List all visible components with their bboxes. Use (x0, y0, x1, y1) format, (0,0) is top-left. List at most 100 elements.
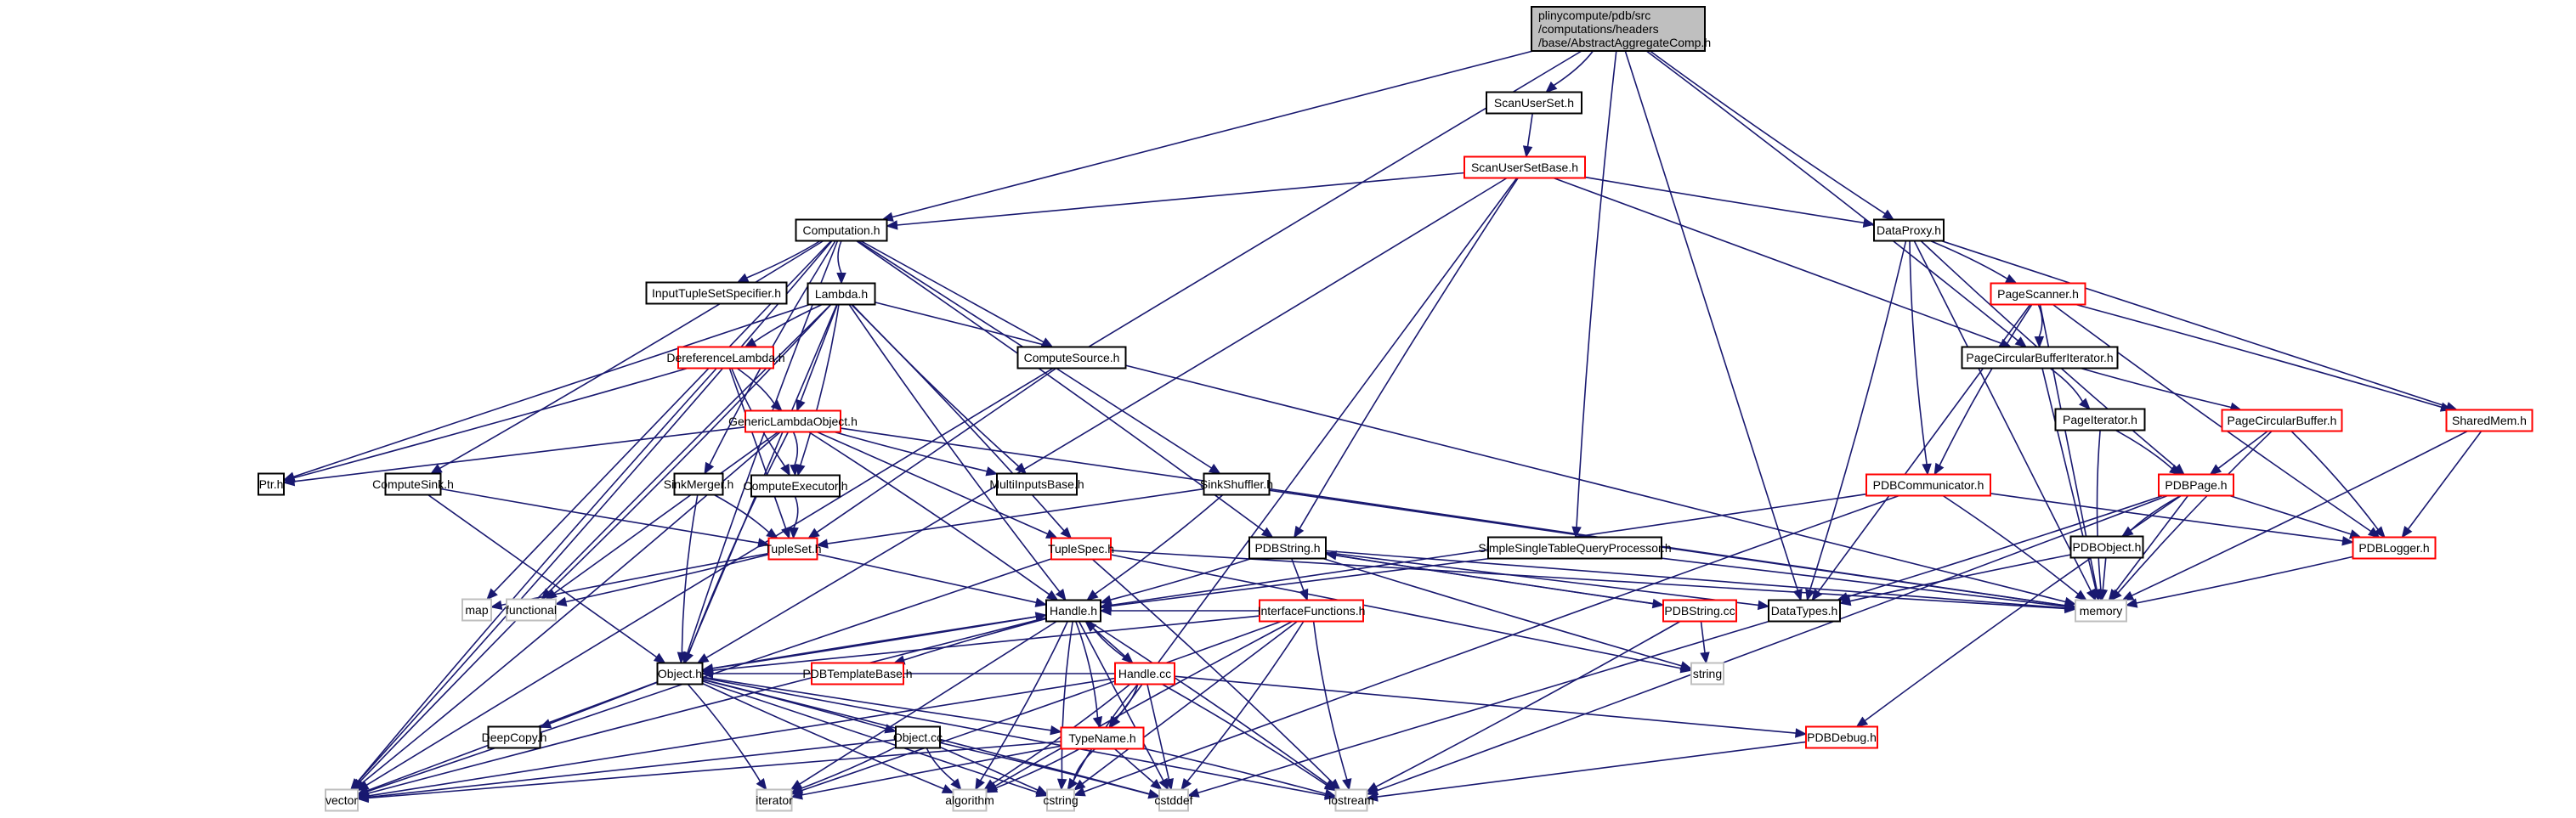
node-root[interactable]: plinycompute/pdb/src/computations/header… (1531, 6, 1711, 52)
node-label: GenericLambdaObject.h (728, 415, 858, 428)
node-PDBTemplateBase[interactable]: PDBTemplateBase.h (802, 662, 913, 685)
arrowhead-icon (1838, 595, 1852, 606)
node-SinkShuffler[interactable]: SinkShuffler.h (1200, 472, 1273, 496)
node-label: Handle.h (1050, 604, 1097, 618)
edge-ScanUserSet-to-ScanUserSetBase (1522, 113, 1533, 158)
node-PDBString[interactable]: PDBString.h (1248, 536, 1327, 560)
arrowhead-icon (2075, 590, 2087, 601)
node-Lambda[interactable]: Lambda.h (807, 282, 876, 306)
node-map: map (461, 598, 492, 622)
node-PDBPage[interactable]: PDBPage.h (2158, 473, 2234, 497)
edge-line (501, 552, 769, 606)
edge-TypeName-to-iterator (790, 745, 1062, 800)
node-HandleCC[interactable]: Handle.cc (1114, 662, 1175, 685)
edge-line (1377, 741, 1807, 798)
node-box (1486, 91, 1582, 115)
node-ScanUserSet[interactable]: ScanUserSet.h (1486, 91, 1582, 115)
edge-line (746, 240, 821, 279)
edge-line (816, 431, 1049, 535)
edge-line (1553, 50, 1594, 87)
node-DataProxy[interactable]: DataProxy.h (1873, 218, 1945, 242)
node-PDBDebug[interactable]: PDBDebug.h (1805, 725, 1878, 749)
edge-line (687, 683, 761, 782)
edge-line (1113, 747, 1155, 784)
node-box (2352, 536, 2437, 560)
edge-PDBPage-to-PDBLogger (2229, 494, 2362, 539)
node-box (2158, 473, 2234, 497)
arrowhead-icon (653, 652, 666, 664)
node-TupleSet[interactable]: TupleSet.h (764, 537, 822, 561)
node-ComputeExecutor[interactable]: ComputeExecutor.h (744, 474, 848, 498)
edge-line (897, 172, 1465, 226)
node-ComputeSource[interactable]: ComputeSource.h (1016, 346, 1127, 370)
node-Ptr[interactable]: Ptr.h (258, 472, 285, 496)
node-MultiInputsBase[interactable]: MultiInputsBase.h (989, 472, 1084, 496)
node-ScanUserSetBase[interactable]: ScanUserSetBase.h (1464, 155, 1586, 179)
node-SharedMem[interactable]: SharedMem.h (2445, 409, 2534, 432)
node-DereferenceLambda[interactable]: DereferenceLambda.h (666, 346, 785, 370)
edge-line (2102, 557, 2107, 590)
node-ComputeSink[interactable]: ComputeSink.h (372, 472, 454, 496)
arrowhead-icon (2341, 536, 2354, 546)
edge-line (1809, 240, 1907, 591)
node-functional: functional (506, 598, 557, 622)
edge-ScanUserSetBase-to-PDBString (1294, 178, 1519, 539)
edge-line (837, 240, 842, 274)
arrowhead-icon (704, 461, 715, 475)
node-box (656, 662, 704, 685)
node-PageIterator[interactable]: PageIterator.h (2054, 408, 2146, 432)
edge-line (705, 177, 1508, 658)
arrowhead-icon (1757, 600, 1770, 611)
node-PDBCommunicator[interactable]: PDBCommunicator.h (1865, 473, 1991, 497)
node-DeepCopy[interactable]: DeepCopy.h (482, 725, 547, 749)
node-DataTypes[interactable]: DataTypes.h (1768, 599, 1841, 623)
edge-line (1376, 494, 2168, 792)
edge-PageScanner-to-DataTypes (1811, 304, 2031, 601)
node-GenericLambdaObject[interactable]: GenericLambdaObject.h (728, 409, 858, 433)
edge-line (359, 303, 832, 783)
edge-TypeName-to-vector (356, 741, 1062, 804)
node-PDBStringCC[interactable]: PDBString.cc (1662, 599, 1737, 623)
node-ObjectCC[interactable]: Object.cc (893, 725, 943, 749)
edge-line (1584, 176, 1865, 224)
node-InputTupleSetSpecifier[interactable]: InputTupleSetSpecifier.h (645, 281, 788, 305)
edge-line (1526, 113, 1533, 147)
node-label: SinkMerger.h (664, 477, 733, 491)
node-PageScanner[interactable]: PageScanner.h (1990, 282, 2086, 306)
node-Object[interactable]: Object.h (656, 662, 704, 685)
node-label: TupleSet.h (764, 542, 821, 556)
node-InterfaceFunctions[interactable]: InterfaceFunctions.h (1258, 599, 1366, 623)
node-PDBObject[interactable]: PDBObject.h (2069, 535, 2144, 559)
edge-HandleCC-to-cstddef (1146, 684, 1174, 791)
node-Computation[interactable]: Computation.h (795, 218, 888, 242)
node-Handle[interactable]: Handle.h (1045, 599, 1101, 623)
node-PageCircularBuffer[interactable]: PageCircularBuffer.h (2221, 409, 2343, 432)
edge-line (1290, 558, 1305, 591)
arrowhead-icon (490, 600, 503, 610)
node-label: functional (506, 603, 557, 617)
node-iterator: iterator (756, 788, 793, 812)
edge-line (736, 367, 775, 404)
edge-root-to-DataProxy (1650, 50, 1895, 221)
node-label: SinkShuffler.h (1200, 477, 1273, 491)
node-label: PDBLogger.h (2358, 541, 2429, 555)
edge-line (939, 746, 1039, 791)
edge-line (1143, 747, 1327, 795)
arrowhead-icon (790, 464, 800, 477)
node-TypeName[interactable]: TypeName.h (1060, 726, 1145, 750)
node-TupleSpec[interactable]: TupleSpec.h (1048, 537, 1114, 561)
edge-line (1650, 50, 1886, 215)
node-SimpleSingleTableQueryProcessor[interactable]: SimpleSingleTableQueryProcessor.h (1478, 536, 1672, 560)
edge-line (851, 303, 1065, 532)
edge-line (1110, 557, 1252, 601)
edge-line (553, 431, 779, 595)
node-PageCircularBufferIterator[interactable]: PageCircularBufferIterator.h (1961, 346, 2119, 370)
edge-PageCircularBuffer-to-PDBPage (2209, 430, 2268, 476)
node-box (1531, 6, 1706, 52)
node-vector: vector (325, 788, 359, 812)
node-PDBLogger[interactable]: PDBLogger.h (2352, 536, 2437, 560)
node-SinkMerger[interactable]: SinkMerger.h (664, 472, 733, 496)
edge-ComputeExecutor-to-TupleSet (789, 496, 799, 539)
node-box (1961, 346, 2119, 370)
